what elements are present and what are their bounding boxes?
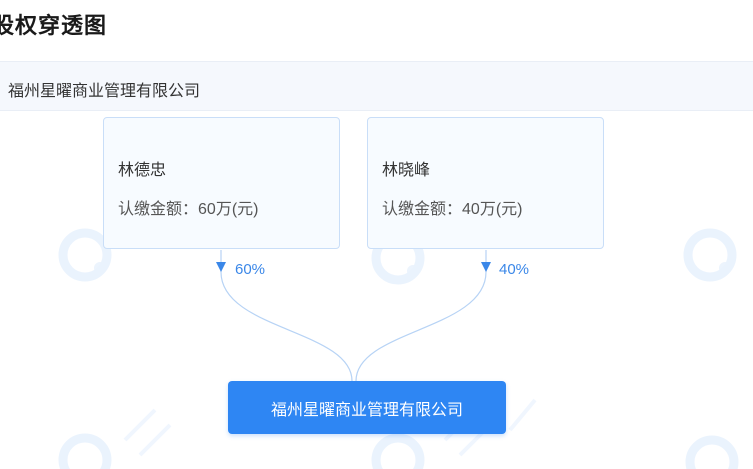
- shareholder-card[interactable]: 林德忠 认缴金额：60万(元): [103, 117, 340, 249]
- shareholder-name[interactable]: 林晓峰: [382, 162, 431, 179]
- amount-value: 60万(元): [198, 201, 259, 218]
- target-company-button[interactable]: 福州星曜商业管理有限公司: [228, 381, 506, 434]
- page-title: 股权穿透图: [0, 13, 108, 38]
- amount-label: 认缴金额：: [118, 201, 199, 218]
- shareholder-name[interactable]: 林德忠: [118, 162, 167, 179]
- share-percent: 40%: [499, 261, 530, 278]
- subscribed-amount: 认缴金额：60万(元): [118, 195, 258, 219]
- arrow-down-icon: [216, 262, 226, 272]
- amount-label: 认缴金额：: [382, 201, 463, 218]
- company-name[interactable]: 福州星曜商业管理有限公司: [8, 83, 201, 100]
- shareholder-card[interactable]: 林晓峰 认缴金额：40万(元): [367, 117, 604, 249]
- amount-value: 40万(元): [462, 201, 523, 218]
- subscribed-amount: 认缴金额：40万(元): [382, 195, 522, 219]
- share-percent: 60%: [235, 261, 266, 278]
- company-header-bar: 福州星曜商业管理有限公司: [0, 61, 753, 111]
- arrow-down-icon: [481, 262, 491, 272]
